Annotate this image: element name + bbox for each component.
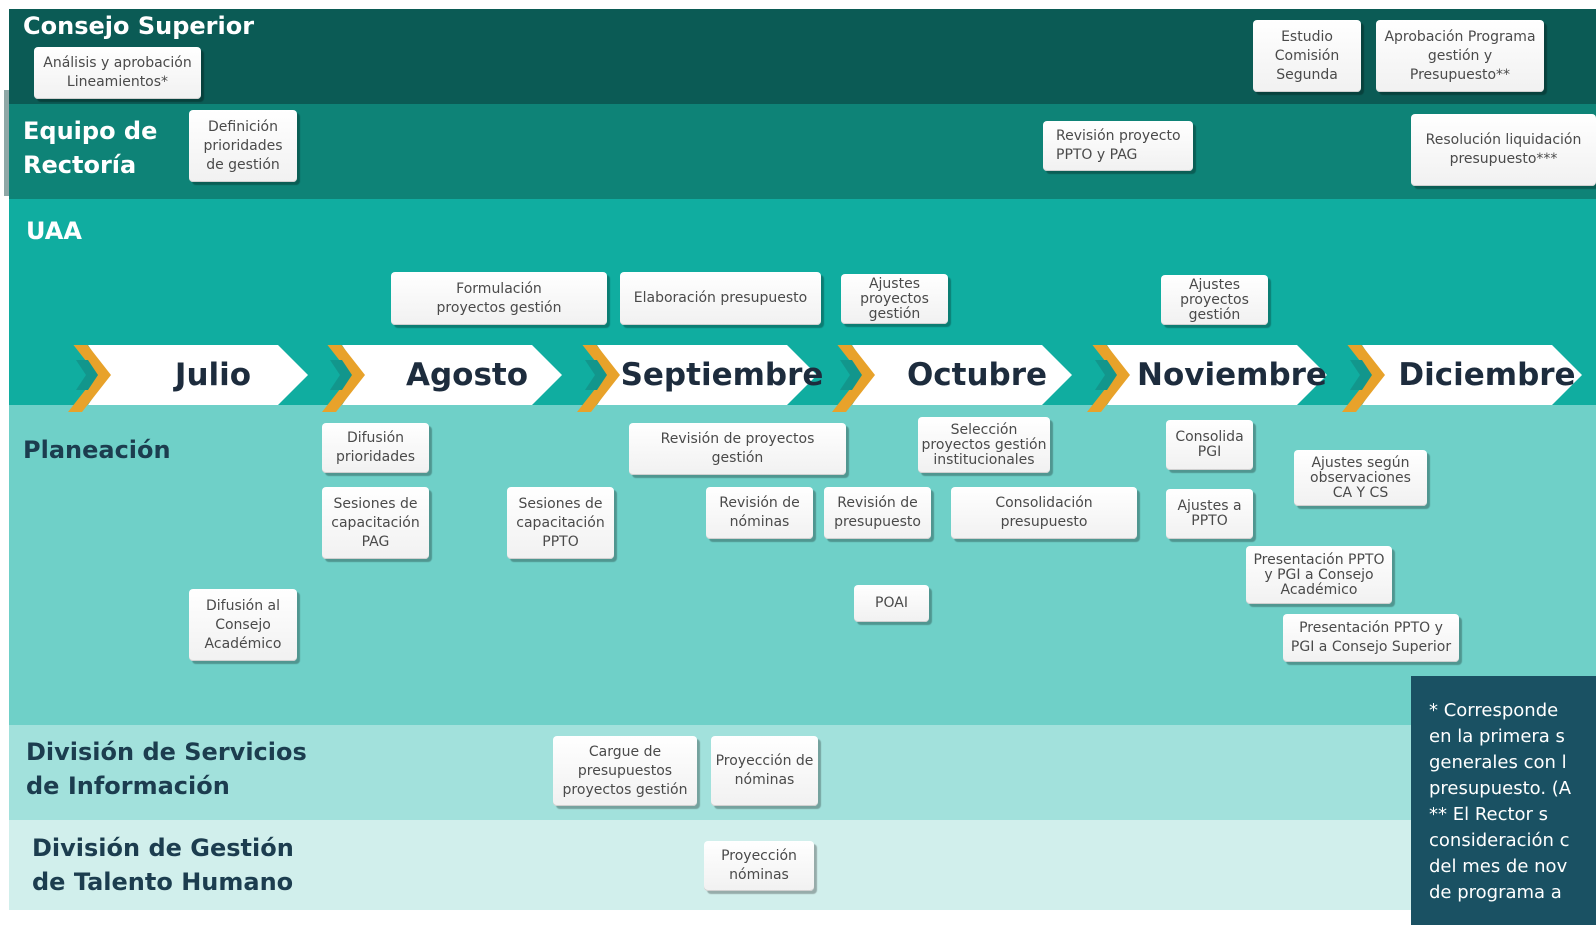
lane-title-dsi: División de Servicios de Información	[26, 738, 307, 800]
card-poai: POAI	[854, 585, 929, 622]
month-label: Diciembre	[1398, 357, 1576, 393]
card-cargue-presupuestos: Cargue de presupuestos proyectos gestión	[553, 736, 697, 806]
card-aprobacion-programa: Aprobación Programa gestión y Presupuest…	[1376, 20, 1544, 92]
card-revision-proyectos-gestion: Revisión de proyectos gestión	[629, 423, 846, 475]
card-revision-presupuesto: Revisión de presupuesto	[824, 487, 931, 539]
card-proyeccion-nominas-dgth: Proyección nóminas	[704, 841, 814, 891]
card-presentacion-consejo-academico: Presentación PPTO y PGI a Consejo Académ…	[1246, 546, 1392, 604]
card-ajustes-observaciones: Ajustes según observaciones CA Y CS	[1294, 450, 1427, 506]
chevron-orange-mark	[577, 345, 620, 412]
month-arrow-body	[1107, 345, 1327, 405]
month-label: Noviembre	[1137, 357, 1327, 393]
card-formulacion-proyectos: Formulación proyectos gestión	[391, 272, 607, 325]
footnote-panel: * Corresponde en la primera s generales …	[1411, 676, 1596, 925]
month-octubre: Octubre	[832, 345, 1092, 412]
card-consolidacion-presupuesto: Consolidación presupuesto	[951, 487, 1137, 539]
month-noviembre: Noviembre	[1087, 345, 1347, 412]
month-chevron-shape	[322, 345, 562, 412]
card-estudio-comision: Estudio Comisión Segunda	[1253, 20, 1361, 92]
card-definicion-prioridades: Definición prioridades de gestión	[189, 110, 297, 182]
card-seleccion-proyectos: Selección proyectos gestión instituciona…	[918, 417, 1050, 473]
month-label: Octubre	[906, 357, 1048, 393]
chevron-orange-mark	[1342, 345, 1385, 412]
lane-title-uaa: UAA	[26, 217, 82, 245]
month-arrow-body	[88, 345, 308, 405]
chevron-orange-mark	[68, 345, 111, 412]
card-ajustes-proyectos-octubre: Ajustes proyectos gestión	[841, 274, 948, 324]
month-label: Julio	[174, 357, 252, 393]
card-ajustes-proyectos-noviembre: Ajustes proyectos gestión	[1161, 275, 1268, 325]
chevron-teal-mark	[1350, 360, 1372, 390]
month-label: Septiembre	[620, 357, 824, 393]
month-diciembre: Diciembre	[1342, 345, 1596, 412]
card-revision-nominas: Revisión de nóminas	[706, 487, 813, 539]
footnote-text: * Corresponde en la primera s generales …	[1429, 700, 1572, 903]
card-elaboracion-presupuesto: Elaboración presupuesto	[620, 272, 821, 325]
chevron-teal-mark	[840, 360, 862, 390]
month-chevron-shape	[577, 345, 817, 412]
month-chevron-shape	[68, 345, 308, 412]
chevron-orange-mark	[832, 345, 875, 412]
card-sesiones-ppto: Sesiones de capacitación PPTO	[507, 487, 614, 559]
month-julio: Julio	[68, 345, 328, 412]
left-edge-bar	[4, 90, 9, 196]
card-consolida-pgi: Consolida PGI	[1166, 420, 1253, 470]
chevron-orange-mark	[1087, 345, 1130, 412]
month-arrow-body	[342, 345, 562, 405]
month-agosto: Agosto	[322, 345, 582, 412]
lane-title-planeacion: Planeación	[23, 436, 171, 464]
card-proyeccion-nominas-dsi: Proyección de nóminas	[711, 736, 818, 806]
month-septiembre: Septiembre	[577, 345, 837, 412]
chevron-teal-mark	[76, 360, 98, 390]
card-difusion-prioridades: Difusión prioridades	[322, 423, 429, 473]
card-difusion-consejo-academico: Difusión al Consejo Académico	[189, 589, 297, 661]
chevron-teal-mark	[1095, 360, 1117, 390]
card-analisis-lineamientos: Análisis y aprobación Lineamientos*	[34, 47, 201, 99]
month-arrow-body	[597, 345, 817, 405]
card-revision-proyecto-ppto: Revisión proyecto PPTO y PAG	[1043, 121, 1193, 171]
chevron-teal-mark	[330, 360, 352, 390]
month-arrow-body	[1362, 345, 1582, 405]
lane-title-consejo: Consejo Superior	[23, 12, 255, 40]
chevron-orange-mark	[322, 345, 365, 412]
month-chevron-shape	[1087, 345, 1327, 412]
card-resolucion-liquidacion: Resolución liquidación presupuesto***	[1411, 114, 1596, 186]
card-presentacion-consejo-superior: Presentación PPTO y PGI a Consejo Superi…	[1283, 614, 1459, 662]
month-arrow-body	[852, 345, 1072, 405]
lane-title-rectoria: Equipo de Rectoría	[23, 117, 158, 179]
card-ajustes-ppto: Ajustes a PPTO	[1166, 489, 1253, 539]
chevron-teal-mark	[585, 360, 607, 390]
month-chevron-shape	[832, 345, 1072, 412]
month-label: Agosto	[405, 357, 529, 393]
lane-title-dgth: División de Gestión de Talento Humano	[32, 834, 294, 896]
month-chevron-shape	[1342, 345, 1582, 412]
card-sesiones-pag: Sesiones de capacitación PAG	[322, 487, 429, 559]
